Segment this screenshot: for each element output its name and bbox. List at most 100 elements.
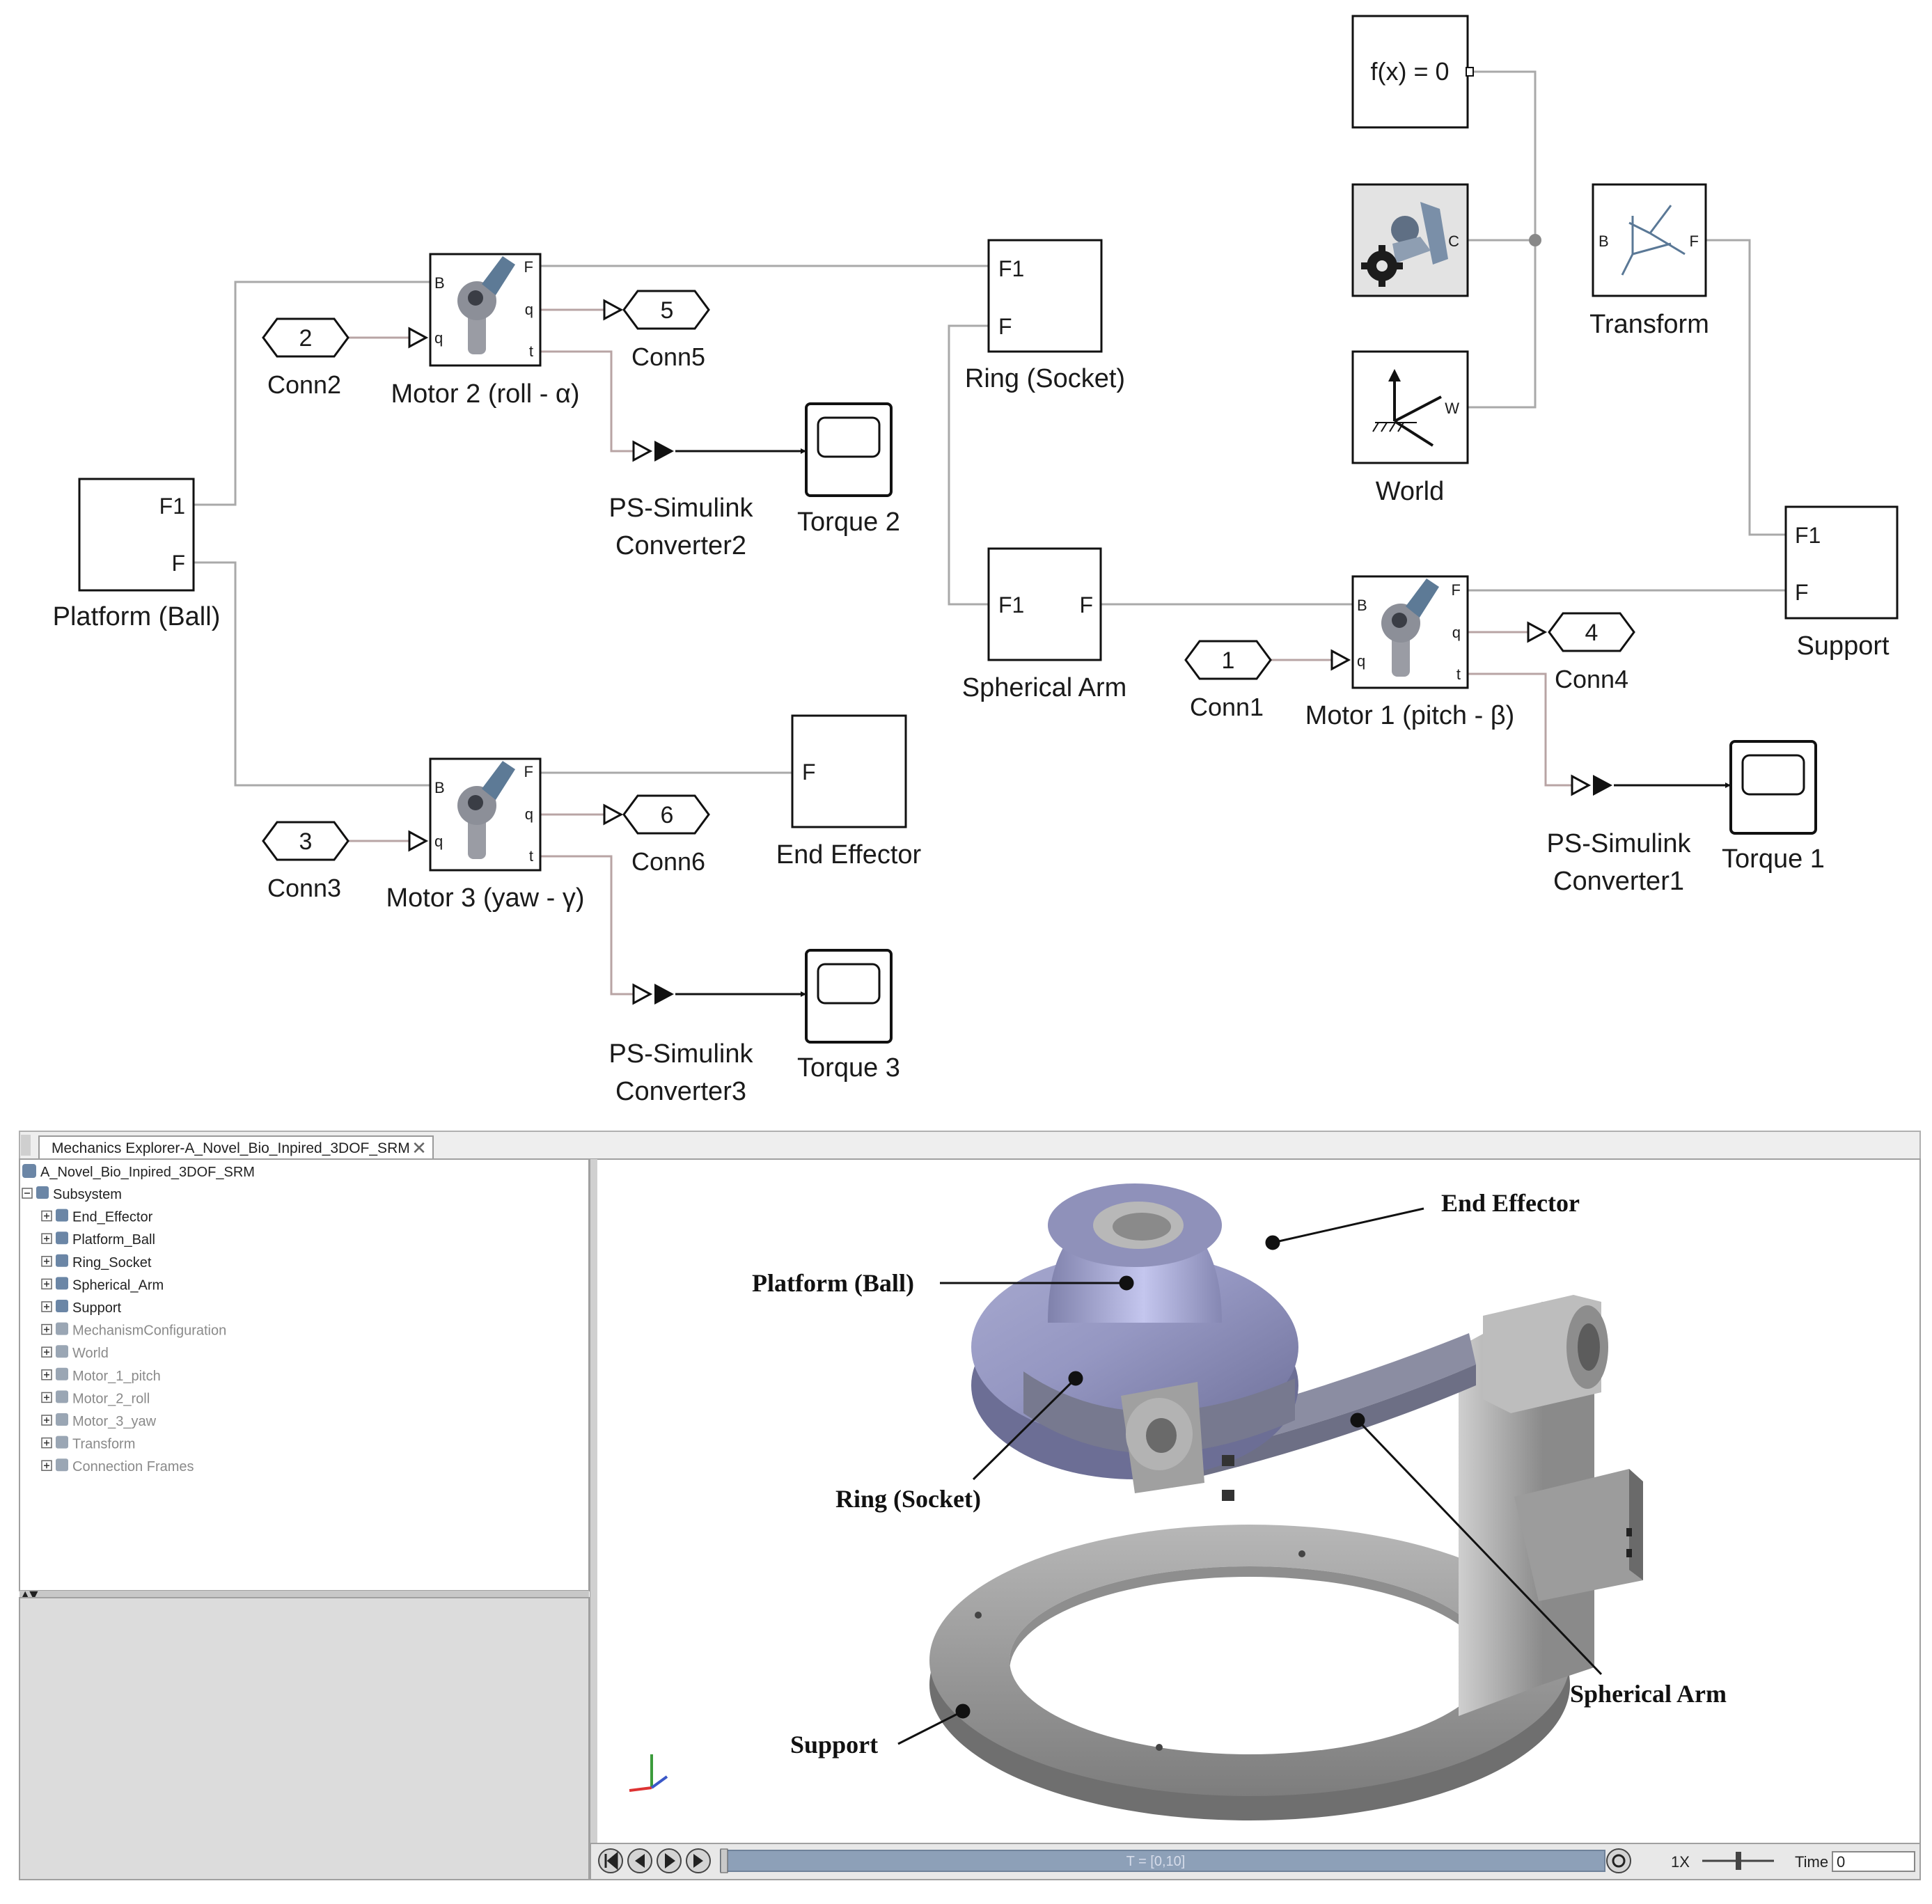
support-block[interactable]: F1 F bbox=[1784, 505, 1899, 620]
time-input[interactable] bbox=[1832, 1851, 1915, 1872]
view-label-end-effector: End Effector bbox=[1441, 1189, 1580, 1217]
psconv2-symbol[interactable] bbox=[632, 440, 674, 462]
tab-strip-handle bbox=[21, 1135, 31, 1156]
simulink-signals bbox=[675, 448, 1731, 997]
tree-item[interactable]: Subsystem bbox=[22, 1186, 122, 1202]
conn6-label: Conn6 bbox=[631, 847, 705, 876]
step-back-icon[interactable] bbox=[627, 1848, 652, 1873]
explorer-tab[interactable]: Mechanics Explorer-A_Novel_Bio_Inpired_3… bbox=[38, 1135, 434, 1159]
port-b: B bbox=[434, 274, 445, 292]
tree-item[interactable]: Ring_Socket bbox=[41, 1254, 152, 1270]
viewport-splitter[interactable] bbox=[590, 1159, 597, 1880]
tree-item[interactable]: Motor_1_pitch bbox=[41, 1367, 161, 1384]
torque3-scope[interactable] bbox=[805, 949, 893, 1044]
tree-item[interactable]: Spherical_Arm bbox=[41, 1277, 164, 1293]
gear-icon bbox=[1361, 245, 1403, 287]
subsystem-icon bbox=[56, 1367, 68, 1380]
solver-config-text: f(x) = 0 bbox=[1370, 57, 1449, 86]
conn5-port[interactable]: 5 bbox=[622, 290, 710, 330]
view-label-support: Support bbox=[790, 1731, 878, 1759]
step-forward-icon[interactable] bbox=[686, 1848, 711, 1873]
motor3-block[interactable]: B q F q t bbox=[429, 757, 542, 872]
timeline-range: T = [0,10] bbox=[1126, 1854, 1186, 1869]
motor1-block[interactable]: B q F q t bbox=[1351, 575, 1469, 689]
torque2-scope[interactable] bbox=[805, 402, 893, 497]
conn2-label: Conn2 bbox=[267, 370, 341, 399]
port-f: F bbox=[1795, 580, 1809, 605]
tree-root-label: A_Novel_Bio_Inpired_3DOF_SRM bbox=[40, 1165, 255, 1180]
tree-item-label: Ring_Socket bbox=[72, 1255, 152, 1270]
revolute-joint-icon bbox=[457, 761, 515, 859]
spherical-arm-block[interactable]: F1 F bbox=[987, 547, 1102, 661]
torque2-label: Torque 2 bbox=[797, 508, 900, 537]
torque1-scope[interactable] bbox=[1729, 740, 1817, 835]
solver-config-block[interactable]: f(x) = 0 bbox=[1351, 15, 1474, 129]
psconv1-symbol[interactable] bbox=[1571, 774, 1612, 796]
motor2-label: Motor 2 (roll - α) bbox=[391, 379, 579, 409]
port-f: F bbox=[1690, 233, 1699, 250]
rewind-icon[interactable] bbox=[598, 1848, 623, 1873]
conn1-label: Conn1 bbox=[1190, 693, 1264, 721]
conn2-port[interactable]: 2 bbox=[262, 317, 350, 358]
conn4-label: Conn4 bbox=[1555, 665, 1628, 693]
psconv2-label-line2: Converter2 bbox=[615, 531, 746, 560]
play-icon[interactable] bbox=[657, 1848, 682, 1873]
tree-item[interactable]: End_Effector bbox=[41, 1209, 153, 1225]
conn4-port[interactable]: 4 bbox=[1548, 612, 1635, 652]
speed-slider[interactable] bbox=[1702, 1852, 1774, 1870]
subsystem-icon bbox=[56, 1413, 68, 1426]
port-f: F bbox=[524, 763, 533, 780]
tree-item-label: Motor_2_roll bbox=[72, 1391, 150, 1406]
conn3-port[interactable]: 3 bbox=[262, 821, 350, 861]
conn3-label: Conn3 bbox=[267, 874, 341, 902]
mechanics-explorer-window: Mechanics Explorer-A_Novel_Bio_Inpired_3… bbox=[19, 1131, 1921, 1880]
port-f: F bbox=[171, 551, 185, 576]
mechanism-config-block[interactable]: C bbox=[1351, 183, 1469, 297]
port-f: F bbox=[802, 760, 816, 785]
support-part bbox=[929, 1295, 1643, 1820]
branch-junction bbox=[1529, 234, 1541, 246]
tree-item-label: Connection Frames bbox=[72, 1459, 194, 1474]
port-q: q bbox=[525, 301, 533, 318]
callouts bbox=[897, 1207, 1603, 1745]
tree-item[interactable]: Transform bbox=[41, 1435, 135, 1452]
timeline-handle[interactable] bbox=[720, 1848, 728, 1873]
transform-block[interactable]: B F bbox=[1592, 183, 1707, 297]
tree-item[interactable]: Motor_2_roll bbox=[41, 1390, 150, 1406]
subsystem-icon bbox=[36, 1186, 49, 1199]
subsystem-icon bbox=[56, 1458, 68, 1472]
close-icon[interactable]: ✕ bbox=[411, 1138, 427, 1159]
tree-item[interactable]: MechanismConfiguration bbox=[41, 1322, 226, 1339]
subsystem-icon bbox=[56, 1322, 68, 1335]
port-b: B bbox=[1599, 233, 1609, 250]
tree-item[interactable]: Support bbox=[41, 1300, 121, 1316]
tree-panel-splitter[interactable] bbox=[19, 1591, 589, 1598]
psconv1-label-line1: PS-Simulink bbox=[1547, 829, 1692, 858]
playback-controls: T = [0,10] 1X Time 0 bbox=[598, 1848, 1915, 1873]
world-frame-icon bbox=[1372, 369, 1442, 447]
tree-item[interactable]: Motor_3_yaw bbox=[41, 1413, 157, 1429]
tree-root[interactable]: A_Novel_Bio_Inpired_3DOF_SRM bbox=[22, 1164, 255, 1180]
tree-item[interactable]: World bbox=[41, 1345, 109, 1361]
port-c: C bbox=[1448, 233, 1459, 250]
end-effector-block[interactable]: F bbox=[791, 714, 907, 828]
tree-item-label: Transform bbox=[72, 1437, 135, 1452]
conn6-port[interactable]: 6 bbox=[622, 794, 710, 835]
model-tree: A_Novel_Bio_Inpired_3DOF_SRM SubsystemEn… bbox=[22, 1164, 255, 1474]
world-block[interactable]: W bbox=[1351, 350, 1469, 464]
ring-block[interactable]: F1 F bbox=[987, 239, 1103, 353]
tree-item[interactable]: Platform_Ball bbox=[41, 1232, 155, 1248]
tree-item[interactable]: Connection Frames bbox=[41, 1458, 194, 1474]
ring-part bbox=[1023, 1371, 1295, 1501]
motor2-block[interactable]: B q F q t bbox=[429, 253, 542, 367]
time-input-value: 0 bbox=[1837, 1853, 1845, 1871]
mechanism-icon bbox=[1391, 202, 1448, 265]
port-f1: F1 bbox=[1795, 523, 1821, 548]
conn1-port[interactable]: 1 bbox=[1184, 640, 1272, 680]
loop-icon[interactable] bbox=[1606, 1848, 1631, 1873]
port-arrows bbox=[408, 299, 1548, 852]
conn5-label: Conn5 bbox=[631, 343, 705, 371]
platform-block[interactable]: F1 F bbox=[78, 478, 195, 592]
psconv3-symbol[interactable] bbox=[632, 983, 674, 1005]
view-label-platform: Platform (Ball) bbox=[752, 1269, 914, 1297]
